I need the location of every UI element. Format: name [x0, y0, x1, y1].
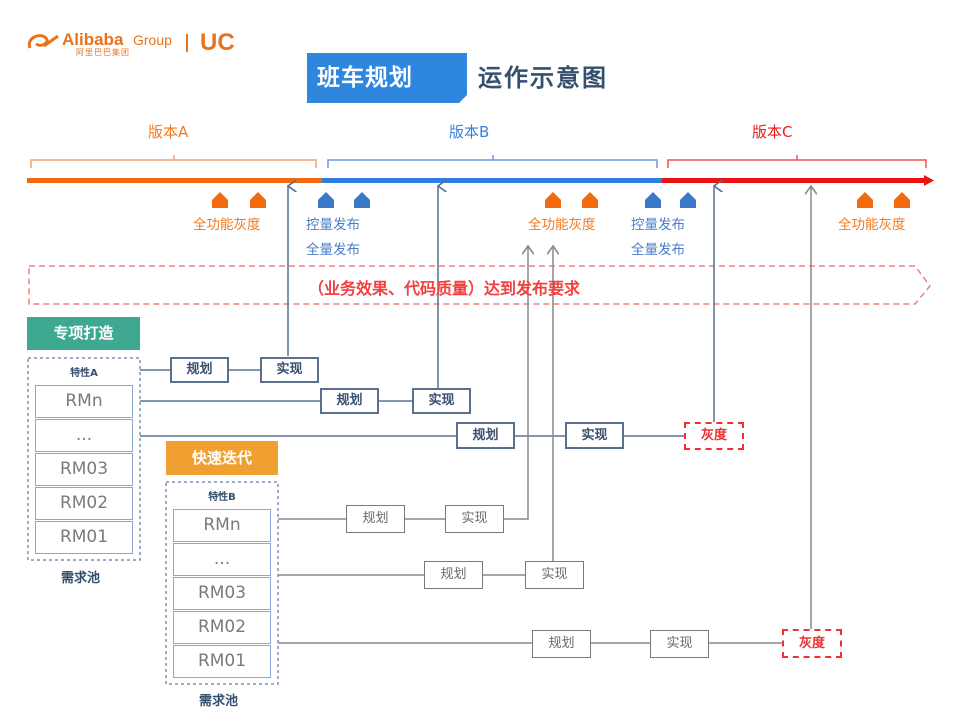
title-rest: 运作示意图 — [478, 64, 608, 92]
flow-b1-implement[interactable]: 实现 — [445, 505, 504, 533]
feature-b-title: 特性B — [208, 492, 236, 503]
milestone-label-release-2: 控量发布 — [631, 217, 685, 233]
timeline-segment-a — [27, 178, 322, 183]
milestone-label-gray-3: 全功能灰度 — [838, 217, 906, 233]
flow-a3-implement[interactable]: 实现 — [565, 422, 624, 449]
flow-a3-plan[interactable]: 规划 — [456, 422, 515, 449]
flow-b3-plan[interactable]: 规划 — [532, 630, 591, 658]
flow-b3-gray-release[interactable]: 灰度 — [782, 629, 842, 658]
flow-b1-up-arrow — [504, 246, 528, 520]
pool-b-border — [165, 481, 279, 685]
milestone-label-release-1: 控量发布 — [306, 217, 360, 233]
flow-a1-plan[interactable]: 规划 — [170, 357, 229, 383]
pool-b-item: RM01 — [173, 645, 271, 678]
flow-b3-implement[interactable]: 实现 — [650, 630, 709, 658]
milestone-label-full-release-1: 全量发布 — [306, 242, 360, 258]
flow-b1-plan[interactable]: 规划 — [346, 505, 405, 533]
pool-a-item: ... — [35, 419, 133, 452]
logo-group: Group — [133, 32, 172, 48]
version-c-bracket — [667, 155, 927, 168]
release-requirement-banner: （业务效果、代码质量）达到发布要求 — [308, 279, 581, 298]
version-c-label: 版本C — [752, 123, 793, 141]
version-b-label: 版本B — [449, 123, 490, 141]
milestone-marker-icon — [545, 192, 561, 208]
version-a-label: 版本A — [148, 123, 189, 141]
version-b-bracket — [327, 155, 658, 168]
flow-a2-implement[interactable]: 实现 — [412, 388, 471, 414]
special-project-tag: 专项打造 — [27, 317, 140, 350]
flow-a1-implement[interactable]: 实现 — [260, 357, 319, 383]
timeline-segment-c — [662, 178, 926, 183]
banner-outline — [28, 265, 931, 305]
milestone-label-gray-1: 全功能灰度 — [193, 217, 261, 233]
milestone-label-full-release-2: 全量发布 — [631, 242, 685, 258]
milestone-label-gray-2: 全功能灰度 — [528, 217, 596, 233]
fast-iteration-tag: 快速迭代 — [166, 441, 278, 475]
milestone-marker-icon — [212, 192, 228, 208]
flow-b2-plan[interactable]: 规划 — [424, 561, 483, 589]
pool-b-item: ... — [173, 543, 271, 576]
pool-b-item: RM03 — [173, 577, 271, 610]
pool-a-border — [27, 357, 141, 561]
milestone-marker-icon — [680, 192, 696, 208]
pool-a-item: RMn — [35, 385, 133, 418]
logo-separator — [186, 34, 188, 52]
milestone-marker-icon — [894, 192, 910, 208]
pool-a-item: RM02 — [35, 487, 133, 520]
logo-product: UC — [200, 29, 235, 56]
pool-b-item: RMn — [173, 509, 271, 542]
version-a-bracket — [30, 155, 317, 168]
timeline-arrowhead — [924, 175, 934, 186]
flow-a3-gray-release[interactable]: 灰度 — [684, 422, 744, 450]
pool-a-caption: 需求池 — [61, 571, 101, 586]
flow-a2-plan[interactable]: 规划 — [320, 388, 379, 414]
timeline-segment-b — [322, 178, 662, 183]
milestone-marker-icon — [354, 192, 370, 208]
pool-a-item: RM03 — [35, 453, 133, 486]
milestone-marker-icon — [582, 192, 598, 208]
logo-brand-cn: 阿里巴巴集团 — [76, 48, 130, 57]
milestone-marker-icon — [645, 192, 661, 208]
logo-brand: Alibaba — [62, 30, 124, 49]
title-highlight: 班车规划 — [307, 53, 467, 103]
milestone-marker-icon — [250, 192, 266, 208]
milestone-marker-icon — [318, 192, 334, 208]
feature-a-title: 特性A — [70, 368, 98, 379]
milestone-marker-icon — [857, 192, 873, 208]
pool-a-item: RM01 — [35, 521, 133, 554]
flow-b2-implement[interactable]: 实现 — [525, 561, 584, 589]
pool-b-item: RM02 — [173, 611, 271, 644]
logo-swoosh-icon — [26, 30, 62, 56]
pool-b-caption: 需求池 — [199, 694, 239, 709]
